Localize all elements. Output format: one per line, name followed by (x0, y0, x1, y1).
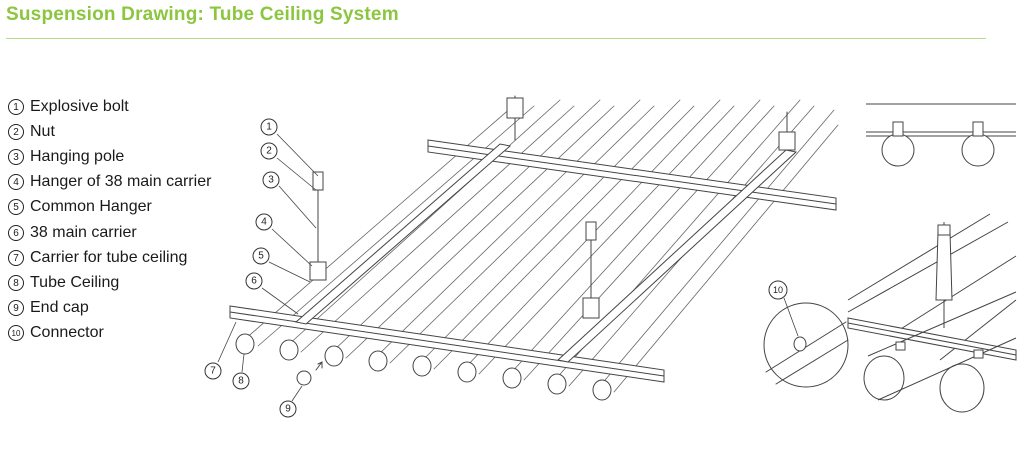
callout-5: 5 (252, 247, 311, 283)
svg-text:7: 7 (210, 366, 216, 377)
legend-label: Hanger of 38 main carrier (30, 173, 212, 191)
legend-number: 7 (8, 249, 24, 266)
legend-item: 3 Hanging pole (8, 144, 211, 169)
legend-item: 10 Connector (8, 321, 211, 346)
tube-ends (235, 333, 612, 401)
detail-hanger-bottom (847, 213, 1017, 413)
tube (243, 99, 535, 347)
legend-number: 2 (8, 123, 24, 140)
callout-6: 6 (245, 272, 299, 315)
callout-3: 3 (262, 171, 317, 229)
legend-label: 38 main carrier (30, 223, 137, 241)
legend-number: 8 (8, 274, 24, 291)
legend-label: Nut (30, 122, 55, 140)
legend-number: 6 (8, 224, 24, 241)
callout-10: 10 (768, 280, 799, 337)
callout-7: 7 (204, 321, 237, 380)
legend-item: 4 Hanger of 38 main carrier (8, 170, 211, 195)
svg-text:4: 4 (261, 217, 267, 228)
tube (509, 99, 775, 381)
svg-text:9: 9 (285, 404, 291, 415)
title-divider (6, 38, 986, 39)
legend-number: 5 (8, 199, 24, 216)
legend-number: 9 (8, 300, 24, 317)
hanging-poles (312, 95, 788, 301)
legend-number: 4 (8, 174, 24, 191)
callout-4: 4 (255, 213, 313, 267)
connector-detail (763, 302, 849, 388)
page-title: Suspension Drawing: Tube Ceiling System (6, 4, 399, 25)
legend-number: 1 (8, 98, 24, 115)
legend-item: 1 Explosive bolt (8, 94, 211, 119)
legend-label: Carrier for tube ceiling (30, 248, 188, 266)
legend-item: 5 Common Hanger (8, 195, 211, 220)
end-cap (296, 361, 323, 386)
svg-text:5: 5 (258, 251, 264, 262)
tube (419, 99, 695, 370)
legend-number: 10 (8, 325, 24, 342)
legend-label: Connector (30, 324, 104, 342)
svg-text:2: 2 (266, 146, 272, 157)
legend-item: 7 Carrier for tube ceiling (8, 245, 211, 270)
callout-2: 2 (260, 142, 317, 191)
legend-label: Common Hanger (30, 198, 152, 216)
parts-legend: 1 Explosive bolt 2 Nut 3 Hanging pole 4 Hang… (8, 94, 211, 346)
legend-item: 6 38 main carrier (8, 220, 211, 245)
legend-label: Tube Ceiling (30, 273, 120, 291)
callout-1: 1 (260, 118, 319, 177)
tube (331, 99, 615, 359)
svg-text:8: 8 (238, 376, 244, 387)
callout-8: 8 (232, 353, 250, 390)
svg-text:1: 1 (266, 122, 272, 133)
legend-item: 9 End cap (8, 296, 211, 321)
main-isometric-drawing (229, 95, 849, 401)
legend-label: Hanging pole (30, 147, 125, 165)
tube (375, 99, 655, 364)
tube (286, 99, 575, 353)
legend-label: End cap (30, 299, 89, 317)
svg-text:10: 10 (773, 285, 783, 295)
legend-number: 3 (8, 148, 24, 165)
detail-tube-hanger-top (866, 103, 1016, 167)
tube (599, 109, 839, 393)
main-carrier-rails (294, 143, 798, 363)
hangers (309, 97, 796, 319)
svg-text:3: 3 (268, 175, 274, 186)
svg-text:6: 6 (251, 276, 257, 287)
legend-item: 8 Tube Ceiling (8, 270, 211, 295)
legend-label: Explosive bolt (30, 97, 129, 115)
callout-9: 9 (279, 385, 303, 418)
legend-item: 2 Nut (8, 119, 211, 144)
